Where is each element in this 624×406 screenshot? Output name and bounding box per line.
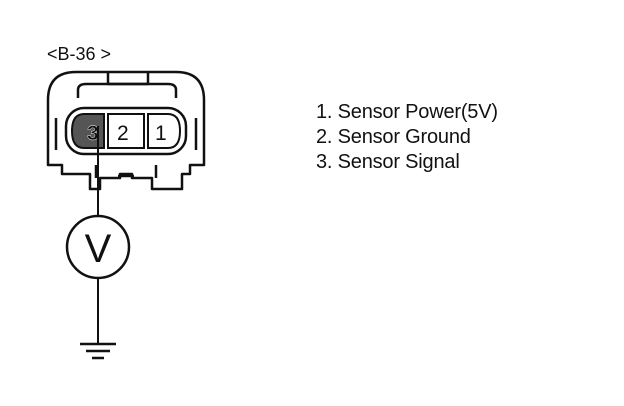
pin-1: 1 [147, 113, 182, 149]
connector-icon [46, 70, 206, 191]
legend-item-pin-2: 2. Sensor Ground [316, 126, 471, 148]
pin-3-label: 3 [87, 122, 99, 145]
connector-label: <B-36 > [47, 44, 111, 64]
pin-3: 3 [70, 113, 105, 149]
pin-legend: 1. Sensor Power(5V) 2. Sensor Ground 3. … [316, 100, 498, 175]
pin-2-label: 2 [117, 122, 129, 145]
pin-2: 2 [107, 113, 145, 149]
legend-item-pin-3: 3. Sensor Signal [316, 151, 460, 173]
voltmeter-icon: V [65, 214, 131, 280]
ground-icon [80, 342, 116, 360]
legend-item-pin-1: 1. Sensor Power(5V) [316, 101, 498, 123]
voltmeter-symbol: V [85, 227, 112, 271]
pin-1-label: 1 [155, 122, 167, 145]
